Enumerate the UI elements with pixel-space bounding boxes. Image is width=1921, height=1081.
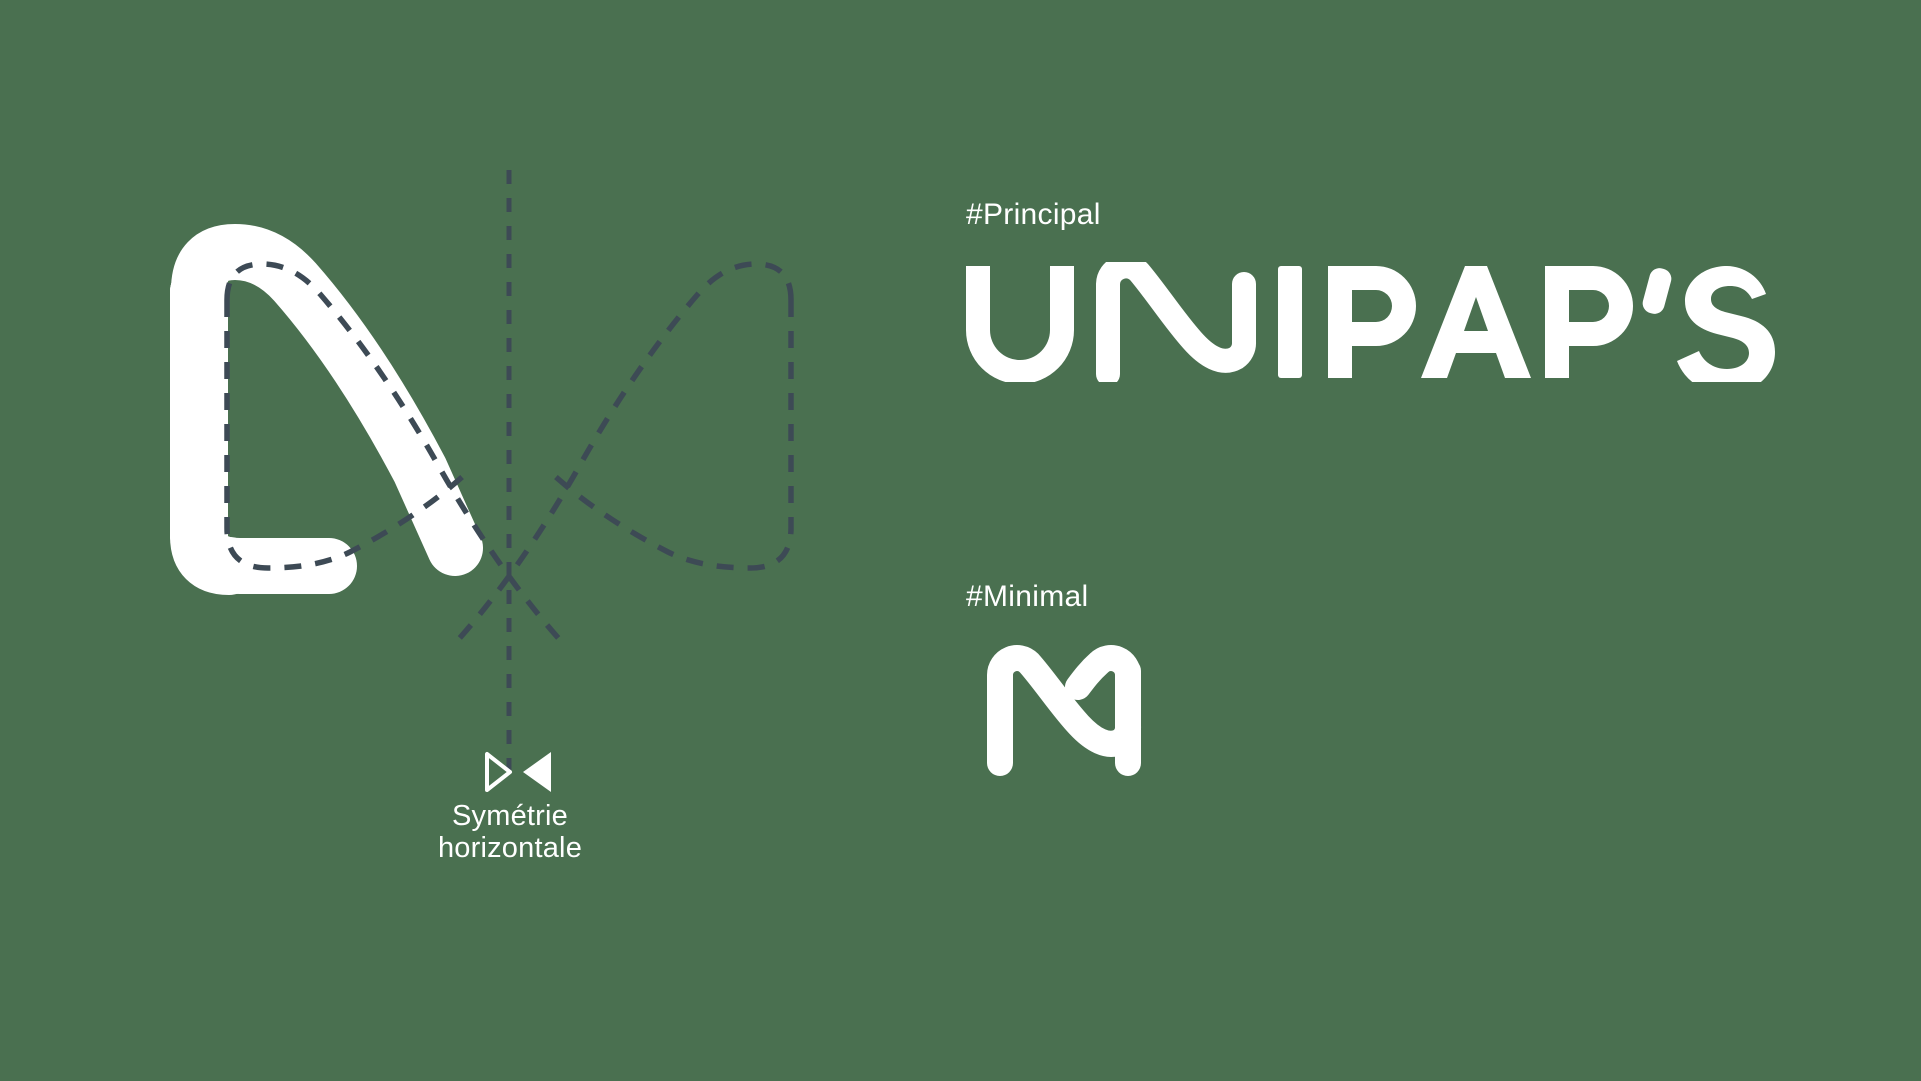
logo-construction-diagram: Symétrie horizontale [0, 0, 900, 1081]
wordmark-letter-i [1278, 266, 1302, 378]
hollow-triangle-right-icon [485, 752, 512, 792]
wordmark-letter-s [1677, 266, 1775, 382]
wordmark-letter-p1 [1328, 266, 1416, 378]
glyph-centerline [224, 261, 563, 642]
axis-clip-right [509, 150, 900, 950]
wordmark-letter-u [966, 266, 1074, 382]
logo-half-mark [171, 224, 483, 594]
minimal-mark-n [978, 645, 1148, 785]
section-label-minimal: #Minimal [966, 580, 1089, 613]
solid-triangle-left-icon [523, 752, 551, 792]
symmetry-markers [485, 752, 551, 792]
mark-mirror-vertical [1065, 645, 1141, 776]
wordmark-letter-p2 [1545, 266, 1633, 378]
section-label-principal: #Principal [966, 198, 1101, 231]
wordmark-letter-n-stylized [1096, 262, 1256, 382]
wordmark-unipaps [960, 262, 1780, 382]
symmetry-caption: Symétrie horizontale [437, 800, 583, 865]
wordmark-apostrophe [1642, 268, 1672, 314]
logo-variants-panel: #Principal [960, 0, 1921, 1081]
glyph-outline-right [455, 261, 794, 642]
wordmark-letter-a [1421, 266, 1531, 378]
